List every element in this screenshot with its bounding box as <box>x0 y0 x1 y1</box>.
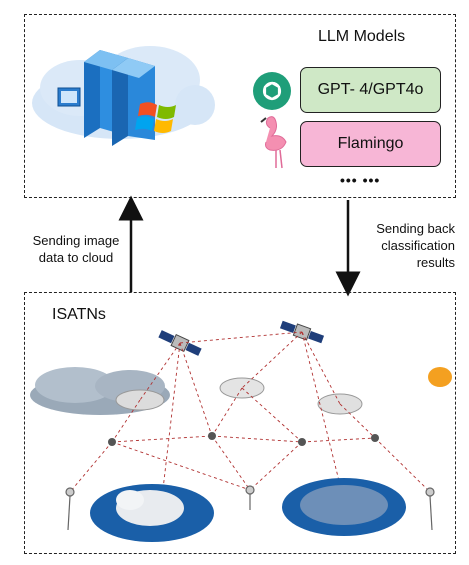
upload-label-line1: Sending image <box>32 233 120 248</box>
model-flamingo-label: Flamingo <box>337 135 404 152</box>
download-arrow-label: Sending back classification results <box>355 220 455 271</box>
download-label-line3: results <box>416 255 455 270</box>
cloud-panel <box>24 14 456 198</box>
llm-models-title: LLM Models <box>318 28 406 45</box>
model-gpt4-label: GPT- 4/GPT4o <box>317 81 424 98</box>
model-gpt4: GPT- 4/GPT4o <box>300 67 441 113</box>
more-models-ellipsis: ••• ••• <box>340 172 381 188</box>
download-label-line2: classification <box>381 238 455 253</box>
download-label-line1: Sending back <box>376 221 455 236</box>
upload-label-line2: data to cloud <box>38 250 114 265</box>
network-panel <box>24 292 456 554</box>
model-flamingo: Flamingo <box>300 121 441 167</box>
isatns-title: ISATNs <box>52 306 106 323</box>
upload-arrow-label: Sending image data to cloud <box>25 232 127 266</box>
